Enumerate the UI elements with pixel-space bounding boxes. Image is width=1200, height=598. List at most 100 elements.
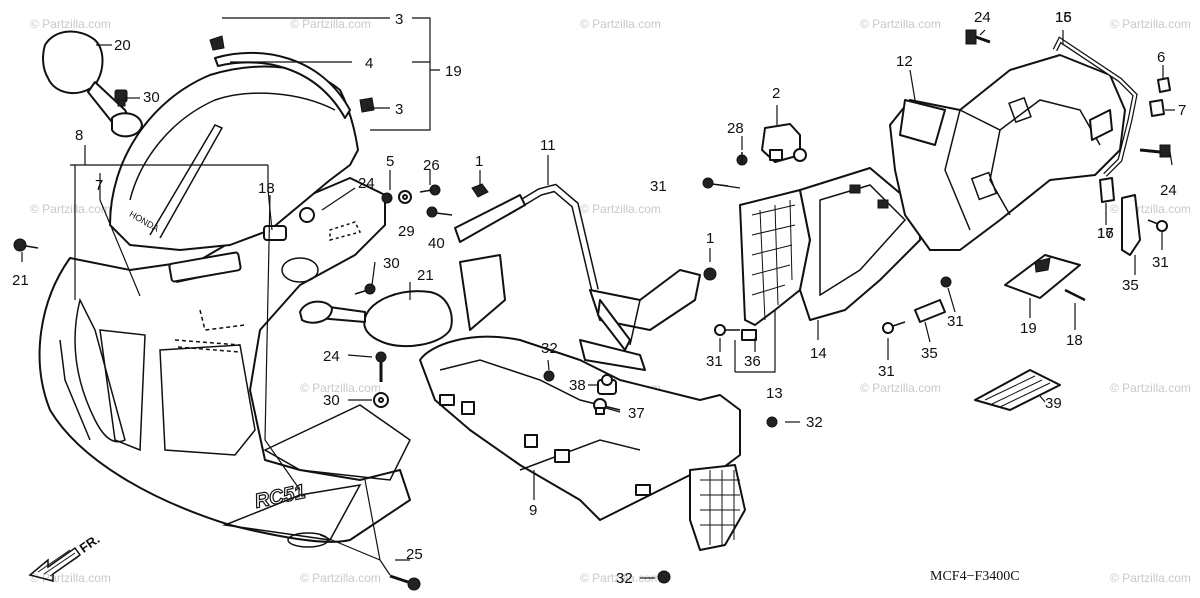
callout-label: 16: [1055, 9, 1072, 26]
callout-label: 4: [365, 55, 373, 72]
callout-label: 32: [806, 414, 823, 431]
callout-label: 11: [540, 137, 556, 154]
callout-label: 38: [569, 377, 586, 394]
callout-label: 20: [114, 37, 131, 54]
callout-label: 30: [143, 89, 160, 106]
callout-label: 19: [1020, 320, 1037, 337]
screw: [1147, 219, 1168, 232]
callout-label: 26: [423, 157, 440, 174]
callout-label: 37: [628, 405, 645, 422]
bolt: [114, 89, 128, 107]
watermark: © Partzilla.com: [30, 571, 111, 585]
air-inlet-assembly: [739, 167, 921, 326]
grommet: [1157, 77, 1171, 93]
screw: [714, 324, 740, 336]
cushion: [914, 299, 946, 323]
inner-lower-panel: [419, 254, 746, 551]
callout-label: 24: [358, 175, 375, 192]
callout-label: 1: [706, 230, 714, 247]
callout-label: 31: [1152, 254, 1169, 271]
trim-clip: [209, 35, 225, 51]
fairing-stay: [454, 183, 701, 371]
watermark: © Partzilla.com: [1110, 571, 1191, 585]
callout-label: 12: [896, 53, 913, 70]
screw: [419, 184, 441, 196]
bolt: [375, 351, 387, 382]
watermark: © Partzilla.com: [30, 202, 111, 216]
callout-label: 17: [1097, 225, 1114, 242]
callout-label: 9: [529, 502, 537, 519]
screw: [882, 321, 906, 334]
callout-label: 2: [772, 85, 780, 102]
nut: [381, 192, 393, 204]
callout-label: 5: [386, 153, 394, 170]
callout-label: 15: [1055, 9, 1072, 26]
watermark: © Partzilla.com: [30, 17, 111, 31]
watermark: © Partzilla.com: [580, 17, 661, 31]
screw: [736, 152, 748, 166]
callout-label: 24: [323, 348, 340, 365]
watermark: © Partzilla.com: [580, 202, 661, 216]
mesh-plate: [1004, 254, 1081, 299]
bolt: [13, 238, 39, 252]
inlet-duct: [168, 251, 242, 283]
leader-lines: [21, 17, 1175, 579]
callout-label: 18: [258, 180, 275, 197]
watermark: © Partzilla.com: [860, 17, 941, 31]
clip: [1149, 99, 1165, 117]
diagram-code: MCF4−F3400C: [930, 569, 1020, 584]
callout-label: 31: [650, 178, 667, 195]
screw: [593, 398, 607, 415]
ram-air-duct: [889, 36, 1138, 251]
watermark: © Partzilla.com: [1110, 381, 1191, 395]
watermark: © Partzilla.com: [860, 381, 941, 395]
callout-label: 16: [1097, 225, 1114, 242]
bolt: [965, 29, 991, 45]
right-mirror: [299, 290, 453, 348]
watermark: © Partzilla.com: [290, 17, 371, 31]
sensor-part: [761, 123, 807, 163]
upper-cowl: RC51: [38, 177, 411, 548]
callout-label: 30: [383, 255, 400, 272]
callout-label: 24: [1160, 182, 1177, 199]
screen-trim-strip: [214, 52, 351, 119]
long-bracket: [1121, 194, 1141, 256]
callout-label: 21: [12, 272, 29, 289]
callout-label: 35: [1122, 277, 1139, 294]
bolt: [389, 574, 421, 591]
grille-part: [974, 369, 1061, 411]
callout-label: 7: [95, 177, 103, 194]
screw: [543, 370, 555, 382]
callout-label: 32: [541, 340, 558, 357]
callout-label: 28: [727, 120, 744, 137]
callout-label: 40: [428, 235, 445, 252]
bolt: [1139, 144, 1171, 158]
nut: [299, 207, 315, 223]
mesh-plate-clip: [1034, 257, 1051, 273]
callout-label: 29: [398, 223, 415, 240]
callout-label: 21: [417, 267, 434, 284]
callout-label: 19: [445, 63, 462, 80]
screw: [766, 416, 778, 428]
callout-label: 3: [395, 101, 403, 118]
washer: [373, 392, 389, 408]
screw: [426, 206, 453, 218]
callout-label: 18: [1066, 332, 1083, 349]
callout-label: 25: [406, 546, 423, 563]
clip-nut: [741, 329, 757, 341]
callout-label: 39: [1045, 395, 1062, 412]
screw: [354, 283, 376, 295]
callout-label: 30: [323, 392, 340, 409]
callout-labels: 2 3 3 4 19 20 30 8 7 18 19 21 5 26 1 24 …: [12, 9, 1072, 587]
callout-label: 8: [75, 127, 83, 144]
callout-label: 1: [475, 153, 483, 170]
washer: [398, 190, 412, 204]
callout-label: 14: [810, 345, 827, 362]
screw: [657, 570, 671, 584]
callout-label: 3: [395, 11, 403, 28]
small-bracket: [1099, 177, 1115, 203]
callout-label: 7: [1178, 102, 1186, 119]
